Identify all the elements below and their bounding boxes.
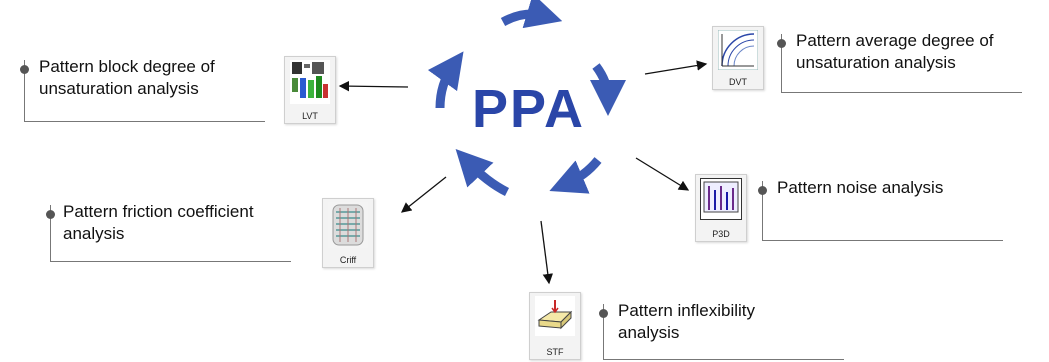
arrow-to-p3d — [635, 157, 690, 191]
cycle-arrow-left — [427, 51, 464, 109]
stf-icon — [535, 296, 575, 336]
criff-callout: Pattern friction coefficient analysis — [46, 202, 291, 262]
lvt-callout-text: Pattern block degree of unsaturation ana… — [39, 57, 215, 98]
dvt-label: DVT — [729, 77, 747, 87]
ppa-center-label: PPA — [472, 79, 586, 139]
arrow-to-lvt — [338, 80, 409, 92]
bullet-dot — [46, 210, 55, 219]
arrow-to-stf — [540, 220, 553, 285]
lvt-module[interactable]: LVT — [284, 56, 336, 124]
cycle-arrow-right-bottom — [549, 157, 602, 194]
lvt-icon — [290, 60, 330, 104]
criff-label: Criff — [339, 255, 357, 265]
stf-callout-text: Pattern inflexibility analysis — [618, 301, 756, 342]
lvt-callout: Pattern block degree of unsaturation ana… — [20, 57, 265, 122]
criff-icon — [328, 202, 368, 248]
dvt-module[interactable]: DVT — [712, 26, 764, 90]
stf-callout: Pattern inflexibility analysis — [599, 301, 844, 360]
criff-module[interactable]: Criff — [322, 198, 374, 268]
bullet-dot — [777, 39, 786, 48]
stf-module[interactable]: STF — [529, 292, 581, 360]
p3d-module[interactable]: P3D — [695, 174, 747, 242]
p3d-callout: Pattern noise analysis — [758, 178, 1003, 241]
bullet-dot — [599, 309, 608, 318]
cycle-arrow-right-top — [589, 63, 626, 116]
bullet-dot — [20, 65, 29, 74]
arrow-to-dvt — [644, 60, 708, 75]
p3d-icon — [700, 178, 742, 220]
connector-arrows — [338, 60, 708, 285]
criff-callout-text: Pattern friction coefficient analysis — [63, 202, 254, 243]
lvt-label: LVT — [302, 111, 318, 121]
dvt-icon — [718, 30, 758, 70]
cycle-arrow-top — [500, 0, 563, 29]
dvt-callout: Pattern average degree of unsaturation a… — [777, 31, 1022, 93]
bullet-dot — [758, 186, 767, 195]
p3d-label: P3D — [712, 229, 730, 239]
stf-label: STF — [546, 347, 564, 357]
dvt-callout-text: Pattern average degree of unsaturation a… — [796, 31, 994, 72]
p3d-callout-text: Pattern noise analysis — [777, 178, 944, 197]
cycle-arrows — [427, 0, 626, 197]
arrow-to-criff — [400, 176, 447, 213]
cycle-arrow-bottom — [455, 148, 510, 197]
